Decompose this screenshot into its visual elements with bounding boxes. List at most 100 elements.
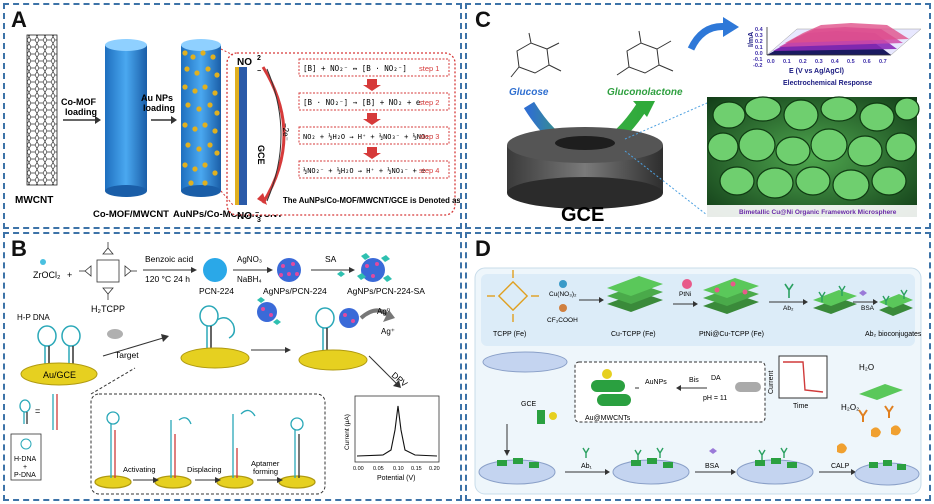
step-1-equation: [B] + NO₂⁻ ↔ [B · NO₂⁻] — [303, 64, 407, 73]
ab1-icon — [582, 447, 590, 458]
electrode-3 — [298, 349, 368, 371]
zrocl2-label: ZrOCl₂ — [33, 270, 61, 280]
svg-text:0.4: 0.4 — [831, 59, 840, 65]
glucose-label: Glucose — [509, 87, 549, 98]
svg-text:0.3: 0.3 — [755, 33, 763, 39]
step-2-label: step 2 — [419, 98, 439, 107]
agnps-particle — [277, 258, 301, 282]
svg-text:0.05: 0.05 — [373, 466, 384, 472]
forming-label: forming — [253, 467, 278, 476]
nanoprobe — [257, 297, 281, 325]
panel-d-figure: TCPP (Fe) Cu(NO₃)₂ CF₃COOH Cu-TCPP (Fe) … — [474, 267, 922, 495]
cf3-label: CF₃COOH — [547, 317, 578, 324]
panel-b-label: B — [11, 236, 27, 261]
pdna-label: P-DNA — [14, 472, 36, 479]
mechanism-box — [90, 393, 326, 495]
cond1a-label: Benzoic acid — [145, 254, 193, 264]
hpdna-label: H-P DNA — [17, 313, 50, 322]
response-xticks: 0.0 0.1 0.2 0.3 0.4 0.5 0.6 0.7 — [767, 59, 887, 65]
panel-c-figure: Glucose Gluconolactone GCE — [507, 17, 922, 226]
svg-text:0.4: 0.4 — [755, 27, 764, 33]
augce-electrode — [20, 362, 98, 386]
equals-sign: = — [35, 406, 40, 416]
cuno3-label: Cu(NO₃)₂ — [549, 291, 577, 298]
calp-icon — [837, 443, 847, 454]
no2-label: NO — [237, 57, 252, 68]
panel-b-figure: ZrOCl₂ + H₂TCPP Benzoic acid 120 °C 24 h… — [10, 242, 440, 495]
response-yaxis: I/mA — [748, 32, 755, 47]
dpv-xticks: 0.00 0.05 0.10 0.15 0.20 — [353, 466, 440, 472]
svg-text:0.00: 0.00 — [353, 466, 364, 472]
agsa-label: AgNPs/PCN-224-SA — [347, 286, 425, 296]
composite-box — [574, 361, 766, 423]
svg-text:3: 3 — [257, 217, 261, 224]
svg-text:0.0: 0.0 — [755, 51, 763, 57]
target-arrow — [102, 337, 164, 357]
arrow-2-head — [171, 116, 177, 124]
panel-d-label: D — [475, 236, 491, 261]
svg-text:0.3: 0.3 — [815, 59, 823, 65]
glucose-molecule — [510, 32, 562, 78]
panel-c-label: C — [475, 7, 491, 32]
agnps-label: AgNPs/PCN-224 — [263, 286, 327, 296]
svg-text:−: − — [257, 68, 261, 75]
arrow-1-head — [95, 116, 101, 124]
h2o2-label: H₂O₂ — [841, 403, 859, 412]
aunps-label: AuNPs — [645, 379, 667, 386]
bsa2-label: BSA — [705, 463, 719, 470]
tcpp-label: H₂TCPP — [91, 304, 125, 314]
step-4-label: step 4 — [419, 166, 439, 175]
current-time-plot — [778, 355, 828, 399]
cutcpp-label: Cu-TCPP (Fe) — [611, 331, 656, 338]
hairpin-dna-1 — [37, 325, 81, 366]
bioconj-label: Ab₂ bioconjugates — [865, 331, 922, 338]
response-caption: Electrochemical Response — [783, 80, 872, 87]
svg-text:-0.1: -0.1 — [753, 57, 762, 63]
svg-text:0.5: 0.5 — [847, 59, 855, 65]
svg-text:0.1: 0.1 — [755, 45, 763, 51]
comof-label: Co-MOF/MWCNT — [93, 209, 169, 220]
sandwich-top — [858, 384, 903, 422]
plus-sign: + — [67, 270, 72, 280]
svg-text:0.7: 0.7 — [879, 59, 887, 65]
step-2-box: [B · NO₂⁻] → [B] + NO₂ + e⁻ step 2 — [298, 92, 450, 111]
ptnicu-label: PtNi@Cu-TCPP (Fe) — [699, 331, 764, 338]
electrode-bottom-1 — [478, 458, 556, 485]
svg-text:0.6: 0.6 — [863, 59, 871, 65]
bis-label: Bis — [689, 377, 699, 384]
activating-label: Activating — [123, 465, 156, 474]
gluconolactone-label: Gluconolactone — [607, 87, 683, 98]
ptni-cu-sheets — [703, 278, 759, 314]
arrow-2-label-a: Au NPs — [141, 93, 173, 103]
black-curve-arrow — [266, 68, 282, 202]
gce-label: GCE — [521, 401, 537, 408]
hairpin-dna-2 — [199, 305, 236, 350]
mwcnt-tube — [735, 382, 761, 392]
target-molecule — [107, 329, 123, 339]
svg-text:+: + — [23, 464, 27, 471]
response-yticks: 0.4 0.3 0.2 0.1 0.0 -0.1 -0.2 — [753, 27, 764, 69]
svg-text:0.15: 0.15 — [411, 466, 422, 472]
step-4-box: ½NO₂⁻ + ½H₂O → H⁺ + ½NO₃⁻ + e⁻ step 4 — [298, 160, 450, 179]
cond2b-label: NaBH₄ — [237, 275, 262, 284]
step-1-box: [B] + NO₂⁻ ↔ [B · NO₂⁻] step 1 — [298, 58, 450, 77]
aptamer-label: Aptamer — [251, 459, 280, 468]
step-4-equation: ½NO₂⁻ + ½H₂O → H⁺ + ½NO₃⁻ + e⁻ — [303, 167, 429, 175]
bioconjugate-sheets — [879, 289, 913, 316]
dpv-xlabel: Potential (V) — [377, 475, 416, 482]
panel-b: B ZrOCl₂ + H₂TCPP Benzoic acid 120 °C 24… — [3, 232, 462, 501]
dna-key-box — [10, 433, 42, 481]
cu-tcpp-sheets — [607, 276, 663, 312]
augce-label: Au/GCE — [43, 370, 76, 380]
dpv-plot — [354, 395, 440, 463]
panel-a-label: A — [11, 7, 27, 32]
aunps-cylinder — [181, 39, 221, 197]
gce-label: GCE — [256, 145, 266, 165]
arrow-1-label-a: Co-MOF — [61, 97, 96, 107]
no3-label: NO — [237, 211, 252, 222]
bound-probe — [339, 308, 359, 328]
hdna-label: H-DNA — [14, 456, 36, 463]
ptni-dot — [682, 279, 692, 289]
svg-text:−: − — [255, 210, 259, 217]
zr-dot — [40, 259, 46, 265]
